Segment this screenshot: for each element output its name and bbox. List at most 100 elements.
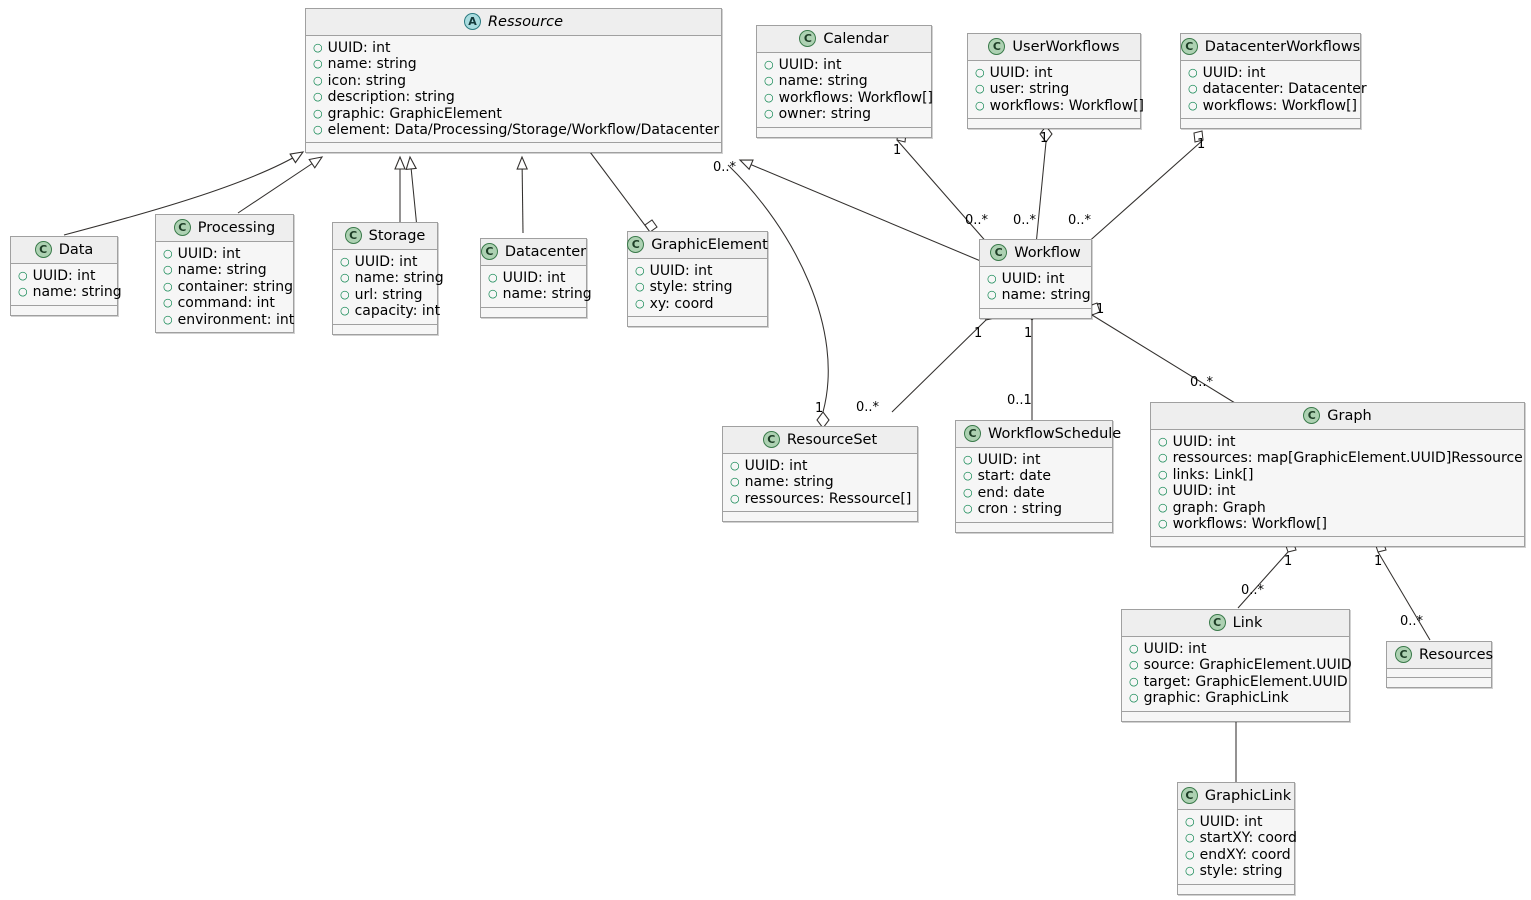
attribute-row: ○name: string — [730, 474, 911, 490]
attribute-row: ○workflows: Workflow[] — [764, 90, 933, 106]
attribute-text: graphic: GraphicElement — [327, 105, 502, 122]
attribute-text: source: GraphicElement.UUID — [1143, 657, 1352, 674]
class-workflow[interactable]: C Workflow ○UUID: int ○name: string — [979, 239, 1092, 319]
class-title: Link — [1232, 614, 1263, 631]
attribute-row: ○UUID: int — [340, 254, 431, 270]
class-processing[interactable]: C Processing ○UUID: int ○name: string ○c… — [155, 214, 294, 334]
attribute-text: workflows: Workflow[] — [1172, 516, 1327, 533]
attribute-row: ○ cron : string — [963, 501, 1106, 517]
edge-datacenterworkflows-workflow — [1084, 139, 1204, 246]
public-visibility-icon: ○ — [963, 453, 973, 466]
public-visibility-icon: ○ — [1129, 691, 1139, 705]
attribute-text: workflows: Workflow[] — [1202, 97, 1357, 114]
attribute-row: ○UUID: int — [313, 40, 715, 56]
class-userworkflows[interactable]: C UserWorkflows ○UUID: int ○user: string… — [967, 33, 1144, 130]
public-visibility-icon: ○ — [635, 264, 645, 277]
class-graphicelement[interactable]: C GraphicElement ○UUID: int ○style: stri… — [627, 231, 768, 328]
attribute-row: ○ressources: Ressource[] — [730, 491, 911, 507]
class-marker-icon: C — [627, 236, 645, 253]
edge-storage2-ressource — [405, 155, 418, 229]
class-workflowschedule[interactable]: C WorkflowSchedule ○UUID: int ○start: da… — [955, 420, 1121, 533]
attribute-text: links: Link[] — [1172, 466, 1254, 483]
attribute-row: ○ UUID: int — [1185, 814, 1288, 830]
class-datacenter[interactable]: C Datacenter ○UUID: int ○name: string — [480, 238, 592, 318]
multiplicity-ressource-resourceset-src: 0..* — [713, 160, 737, 175]
attribute-text: UUID: int — [1001, 271, 1065, 287]
class-graph[interactable]: C Graph ○UUID: int ○ressources: map[Grap… — [1150, 402, 1525, 548]
attribute-row: ○UUID: int — [987, 271, 1085, 287]
public-visibility-icon: ○ — [764, 90, 774, 104]
multiplicity-datacenterworkflows-workflow-dst: 0..* — [1068, 213, 1092, 228]
attribute-row: ○icon: string — [313, 73, 715, 89]
attribute-row: ○xy: coord — [635, 296, 761, 312]
multiplicity-datacenterworkflows-workflow-src: 1 — [1197, 137, 1206, 152]
class-resources[interactable]: C Resources — [1386, 641, 1493, 688]
attribute-text: cron : string — [977, 501, 1062, 518]
class-header-datacenterworkflows: C DatacenterWorkflows — [1180, 34, 1360, 61]
class-header-userworkflows: C UserWorkflows — [968, 34, 1140, 61]
public-visibility-icon: ○ — [340, 287, 350, 301]
class-header-datacenter: C Datacenter — [480, 239, 587, 266]
class-marker-icon: C — [34, 241, 52, 258]
multiplicity-workflow-graph-src: 1 — [1096, 302, 1105, 317]
class-marker-icon: C — [762, 431, 780, 448]
class-calendar[interactable]: C Calendar ○UUID: int ○name: string ○wor… — [756, 25, 933, 138]
public-visibility-icon: ○ — [313, 106, 323, 120]
class-operations-graphicelement — [628, 317, 767, 327]
multiplicity-calendar-workflow-dst: 0..* — [965, 213, 989, 228]
class-title: UserWorkflows — [1012, 38, 1120, 55]
public-visibility-icon: ○ — [1158, 435, 1168, 448]
multiplicity-workflow-schedule-dst: 0..1 — [1007, 393, 1032, 408]
attribute-text: ressources: Ressource[] — [744, 490, 912, 507]
class-graphiclink[interactable]: C GraphicLink ○UUID: int ○startXY: coord… — [1177, 782, 1297, 895]
public-visibility-icon: ○ — [1185, 847, 1195, 861]
class-marker-icon: C — [480, 243, 498, 260]
public-visibility-icon: ○ — [1158, 517, 1168, 531]
class-attributes-workflowschedule: ○UUID: int ○start: date ○end: date ○cron… — [956, 448, 1112, 523]
class-operations-graph — [1151, 537, 1524, 547]
class-resourceset[interactable]: C ResourceSet ○UUID: int ○name: string ○… — [722, 426, 918, 523]
attribute-row: ○graphic: GraphicLink — [1129, 690, 1343, 706]
class-marker-icon: C — [173, 219, 191, 236]
class-title: Ressource — [487, 13, 564, 30]
class-ressource[interactable]: A Ressource ○UUID: int ○name: string ○ic… — [305, 8, 722, 154]
attribute-row: ○name: string — [488, 286, 592, 302]
multiplicity-workflow-resourceset-dst: 0..* — [856, 400, 880, 415]
class-link[interactable]: C Link ○UUID: int ○source: GraphicElemen… — [1121, 609, 1352, 722]
attribute-text: startXY: coord — [1199, 830, 1297, 847]
class-title: Datacenter — [504, 243, 587, 260]
class-attributes-calendar: ○UUID: int ○name: string ○workflows: Wor… — [757, 53, 933, 128]
public-visibility-icon: ○ — [313, 41, 323, 54]
attribute-row: ○ workflows: Workflow[] — [1158, 516, 1518, 532]
public-visibility-icon: ○ — [1188, 82, 1198, 96]
attribute-row: ○source: GraphicElement.UUID — [1129, 657, 1352, 673]
class-attributes-ressource: ○UUID: int ○name: string ○icon: string ○… — [306, 36, 721, 144]
attribute-row: ○workflows: Workflow[] — [975, 98, 1144, 114]
attribute-row: ○element: Data/Processing/Storage/Workfl… — [313, 122, 719, 138]
class-storage[interactable]: C Storage ○UUID: int ○name: string ○url:… — [332, 222, 444, 335]
class-data[interactable]: C Data ○UUID: int ○name: string — [10, 236, 122, 316]
class-marker-icon: C — [988, 38, 1006, 55]
class-title: GraphicLink — [1204, 787, 1292, 804]
public-visibility-icon: ○ — [635, 296, 645, 310]
class-operations-userworkflows — [968, 119, 1140, 129]
public-visibility-icon: ○ — [963, 502, 973, 516]
attribute-row: ○UUID: int — [488, 270, 580, 286]
class-attributes-graphicelement: ○UUID: int ○style: string ○xy: coord — [628, 259, 767, 318]
attribute-row: ○ressources: map[GraphicElement.UUID]Res… — [1158, 450, 1523, 466]
class-attributes-userworkflows: ○UUID: int ○user: string ○workflows: Wor… — [968, 61, 1144, 120]
attribute-text: UUID: int — [1199, 814, 1263, 830]
class-operations-workflowschedule — [956, 522, 1112, 532]
public-visibility-icon: ○ — [1185, 815, 1195, 828]
public-visibility-icon: ○ — [1129, 674, 1139, 688]
class-attributes-datacenter: ○UUID: int ○name: string — [481, 266, 592, 308]
attribute-text: end: date — [977, 484, 1045, 501]
attribute-row: ○name: string — [987, 287, 1091, 303]
attribute-text: target: GraphicElement.UUID — [1143, 673, 1348, 690]
class-header-ressource: A Ressource — [306, 9, 721, 36]
class-title: Graph — [1327, 407, 1372, 424]
class-datacenterworkflows[interactable]: C DatacenterWorkflows ○UUID: int ○datace… — [1180, 33, 1367, 130]
attribute-text: url: string — [354, 286, 423, 303]
public-visibility-icon: ○ — [1158, 451, 1168, 465]
attribute-row: ○graph: Graph — [1158, 500, 1518, 516]
